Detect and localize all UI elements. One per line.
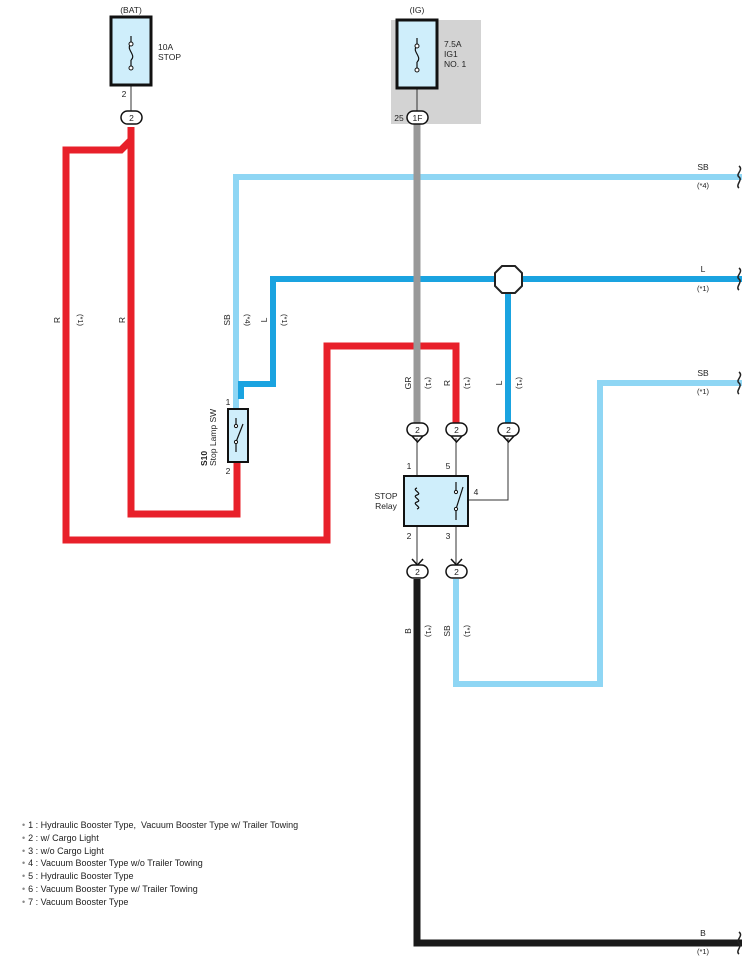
relay-pin1: 1 bbox=[407, 461, 412, 471]
relay-name1: STOP bbox=[375, 491, 398, 501]
wire-label-r-relay: R bbox=[442, 380, 452, 386]
footnote-item: •7 : Vacuum Booster Type bbox=[22, 896, 129, 907]
footnote-item: •1 : Hydraulic Booster Type, Vacuum Boos… bbox=[22, 820, 299, 830]
switch-pin1: 1 bbox=[226, 397, 231, 407]
footnote-item: •4 : Vacuum Booster Type w/o Trailer Tow… bbox=[22, 858, 203, 869]
ig-fuse-name1: IG1 bbox=[444, 49, 458, 59]
connector-l: 2 bbox=[497, 422, 520, 444]
ig-fuse bbox=[395, 18, 439, 90]
output-l1-color: L bbox=[701, 264, 706, 274]
wire-b-ground bbox=[413, 579, 742, 947]
ig-label: (IG) bbox=[410, 5, 425, 15]
svg-text:2: 2 bbox=[506, 425, 511, 435]
connector-sb: 2 bbox=[445, 558, 468, 579]
output-l1-note: (*1) bbox=[697, 284, 710, 293]
footnote-item: •5 : Hydraulic Booster Type bbox=[22, 871, 134, 882]
switch-pin2: 2 bbox=[226, 466, 231, 476]
continuation-break-sb1 bbox=[737, 371, 742, 395]
splice-junction bbox=[494, 265, 523, 294]
svg-text:2: 2 bbox=[415, 567, 420, 577]
footnote-legend: •1 : Hydraulic Booster Type, Vacuum Boos… bbox=[22, 819, 298, 909]
connector-ig: 1F bbox=[406, 110, 429, 125]
wire-note-sb: (*4) bbox=[243, 314, 252, 327]
bat-label: (BAT) bbox=[120, 5, 142, 15]
stop-lamp-switch bbox=[227, 408, 249, 463]
wire-red-bat-to-switch bbox=[127, 127, 241, 518]
svg-text:2: 2 bbox=[454, 425, 459, 435]
svg-text:1F: 1F bbox=[413, 113, 423, 123]
continuation-break-b1 bbox=[737, 931, 742, 955]
bat-fuse-name: STOP bbox=[158, 52, 181, 62]
svg-text:2: 2 bbox=[129, 113, 134, 123]
connector-r: 2 bbox=[445, 422, 468, 444]
stop-relay bbox=[403, 475, 469, 527]
wire-note-gr: (*1) bbox=[424, 377, 433, 390]
output-sb1-note: (*1) bbox=[697, 387, 710, 396]
output-b1-note: (*1) bbox=[697, 947, 710, 956]
wire-label-b: B bbox=[403, 628, 413, 634]
footnote-item: •3 : w/o Cargo Light bbox=[22, 845, 104, 856]
connector-bat: 2 bbox=[120, 110, 143, 125]
wire-note-sb-relay: (*1) bbox=[463, 625, 472, 638]
svg-text:2: 2 bbox=[415, 425, 420, 435]
continuation-break-sb4 bbox=[737, 165, 742, 189]
wire-sb-relay-output bbox=[453, 380, 742, 687]
relay-name2: Relay bbox=[375, 501, 397, 511]
continuation-break-l1 bbox=[737, 267, 742, 291]
connector-gr: 2 bbox=[406, 422, 429, 444]
wire-note-l: (*1) bbox=[280, 314, 289, 327]
switch-id: S10 bbox=[199, 451, 209, 466]
bat-fuse bbox=[109, 15, 153, 87]
relay-pin3: 3 bbox=[446, 531, 451, 541]
relay-pin4: 4 bbox=[474, 487, 479, 497]
output-sb4-note: (*4) bbox=[697, 181, 710, 190]
bat-pin: 2 bbox=[122, 89, 127, 99]
footnote-item: •2 : w/ Cargo Light bbox=[22, 832, 99, 843]
relay-pin2: 2 bbox=[407, 531, 412, 541]
wire-label-sb-relay: SB bbox=[442, 625, 452, 637]
output-sb1-color: SB bbox=[697, 368, 709, 378]
footnote-item: •6 : Vacuum Booster Type w/ Trailer Towi… bbox=[22, 883, 198, 894]
wire-label-l: L bbox=[259, 317, 269, 322]
wire-label-r-outer: R bbox=[52, 317, 62, 323]
ig-fuse-rating: 7.5A bbox=[444, 39, 462, 49]
wire-label-l-branch: L bbox=[494, 380, 504, 385]
output-b1-color: B bbox=[700, 928, 706, 938]
wire-note-l-branch: (*1) bbox=[515, 377, 524, 390]
wire-note-r-outer: (*1) bbox=[76, 314, 85, 327]
ig-fuse-name2: NO. 1 bbox=[444, 59, 466, 69]
wire-label-sb: SB bbox=[222, 314, 232, 326]
wire-note-r-relay: (*1) bbox=[463, 377, 472, 390]
svg-text:2: 2 bbox=[454, 567, 459, 577]
wire-label-gr: GR bbox=[403, 377, 413, 390]
wire-red-loop-to-relay bbox=[62, 127, 460, 544]
bat-fuse-rating: 10A bbox=[158, 42, 173, 52]
output-sb4-color: SB bbox=[697, 162, 709, 172]
switch-name: Stop Lamp SW bbox=[208, 409, 218, 466]
ig-pin: 25 bbox=[394, 113, 404, 123]
wire-note-b: (*1) bbox=[424, 625, 433, 638]
relay-pin5: 5 bbox=[446, 461, 451, 471]
connector-b: 2 bbox=[406, 558, 429, 579]
wire-l-horizontal bbox=[238, 276, 742, 399]
lead-relay-4 bbox=[468, 438, 509, 501]
wire-label-r-inner: R bbox=[117, 317, 127, 323]
wire-sb-top bbox=[233, 174, 742, 408]
